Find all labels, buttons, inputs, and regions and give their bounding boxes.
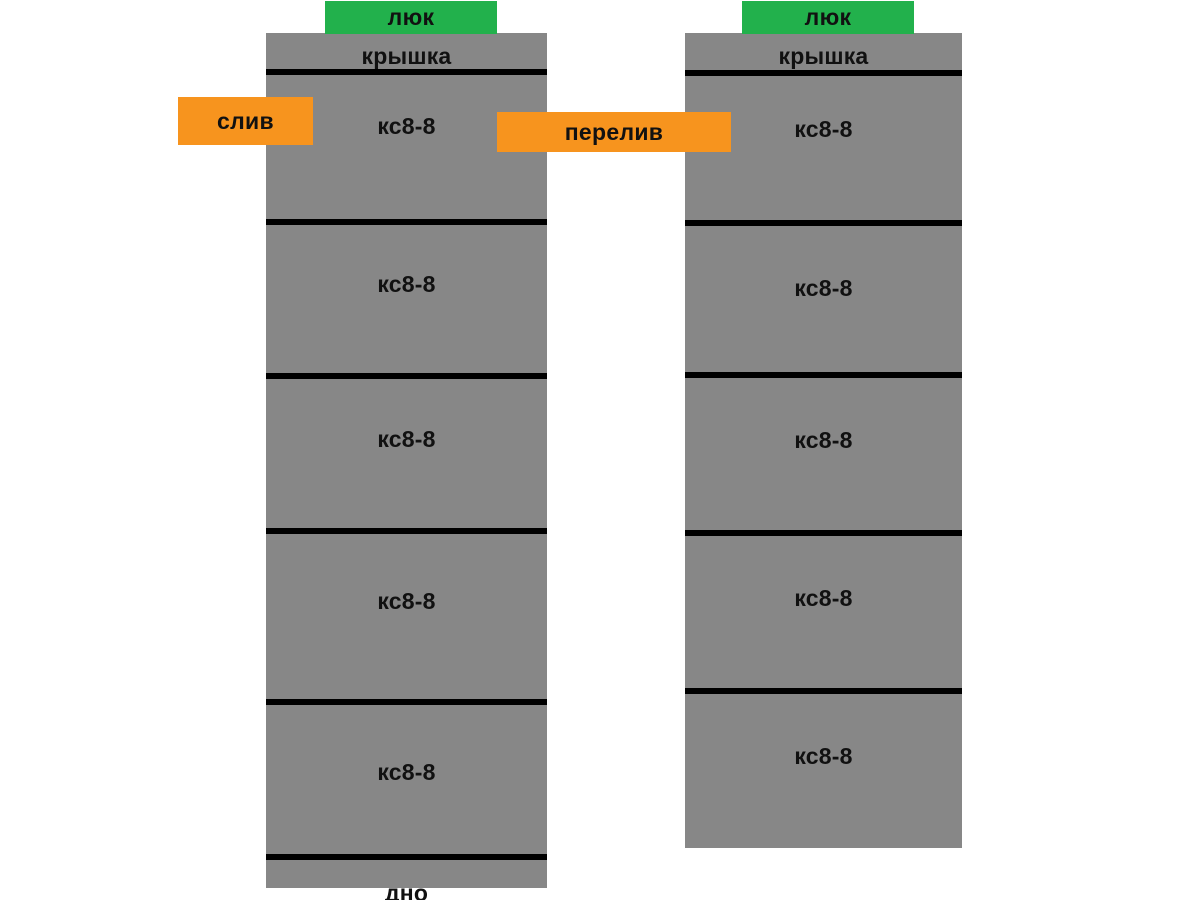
- right-divider-3: [685, 372, 962, 378]
- right-divider-4: [685, 530, 962, 536]
- right-segment-label-ring-1: кс8-8: [794, 116, 853, 142]
- left-divider-bottom: [266, 854, 547, 860]
- left-segment-label-ring-2: кс8-8: [377, 271, 436, 297]
- right-divider-5: [685, 688, 962, 694]
- left-divider-5: [266, 699, 547, 705]
- left-divider-4: [266, 528, 547, 534]
- left-divider-1: [266, 69, 547, 75]
- left-divider-3: [266, 373, 547, 379]
- left-column: крышка кс8-8 кс8-8 кс8-8 кс8-8 кс8-8 дно: [266, 33, 547, 900]
- right-segment-label-lid: крышка: [778, 43, 869, 69]
- left-segment-label-ring-3: кс8-8: [377, 426, 436, 452]
- right-segment-label-ring-4: кс8-8: [794, 585, 853, 611]
- hatch-label-right: люк: [742, 1, 914, 34]
- right-column: крышка кс8-8 кс8-8 кс8-8 кс8-8 кс8-8: [685, 33, 962, 848]
- right-segment-label-ring-2: кс8-8: [794, 275, 853, 301]
- drain-pipe-label: слив: [178, 97, 313, 145]
- hatch-label-left: люк: [325, 1, 497, 34]
- right-segment-label-ring-5: кс8-8: [794, 743, 853, 769]
- overflow-pipe-label: перелив: [497, 112, 731, 152]
- right-segment-label-ring-3: кс8-8: [794, 427, 853, 453]
- right-divider-1: [685, 70, 962, 76]
- left-segment-label-ring-5: кс8-8: [377, 759, 436, 785]
- left-divider-2: [266, 219, 547, 225]
- left-segment-label-ring-1: кс8-8: [377, 113, 436, 139]
- left-segment-label-lid: крышка: [361, 43, 452, 69]
- left-segment-label-bottom: дно: [384, 880, 429, 900]
- right-divider-2: [685, 220, 962, 226]
- left-segment-label-ring-4: кс8-8: [377, 588, 436, 614]
